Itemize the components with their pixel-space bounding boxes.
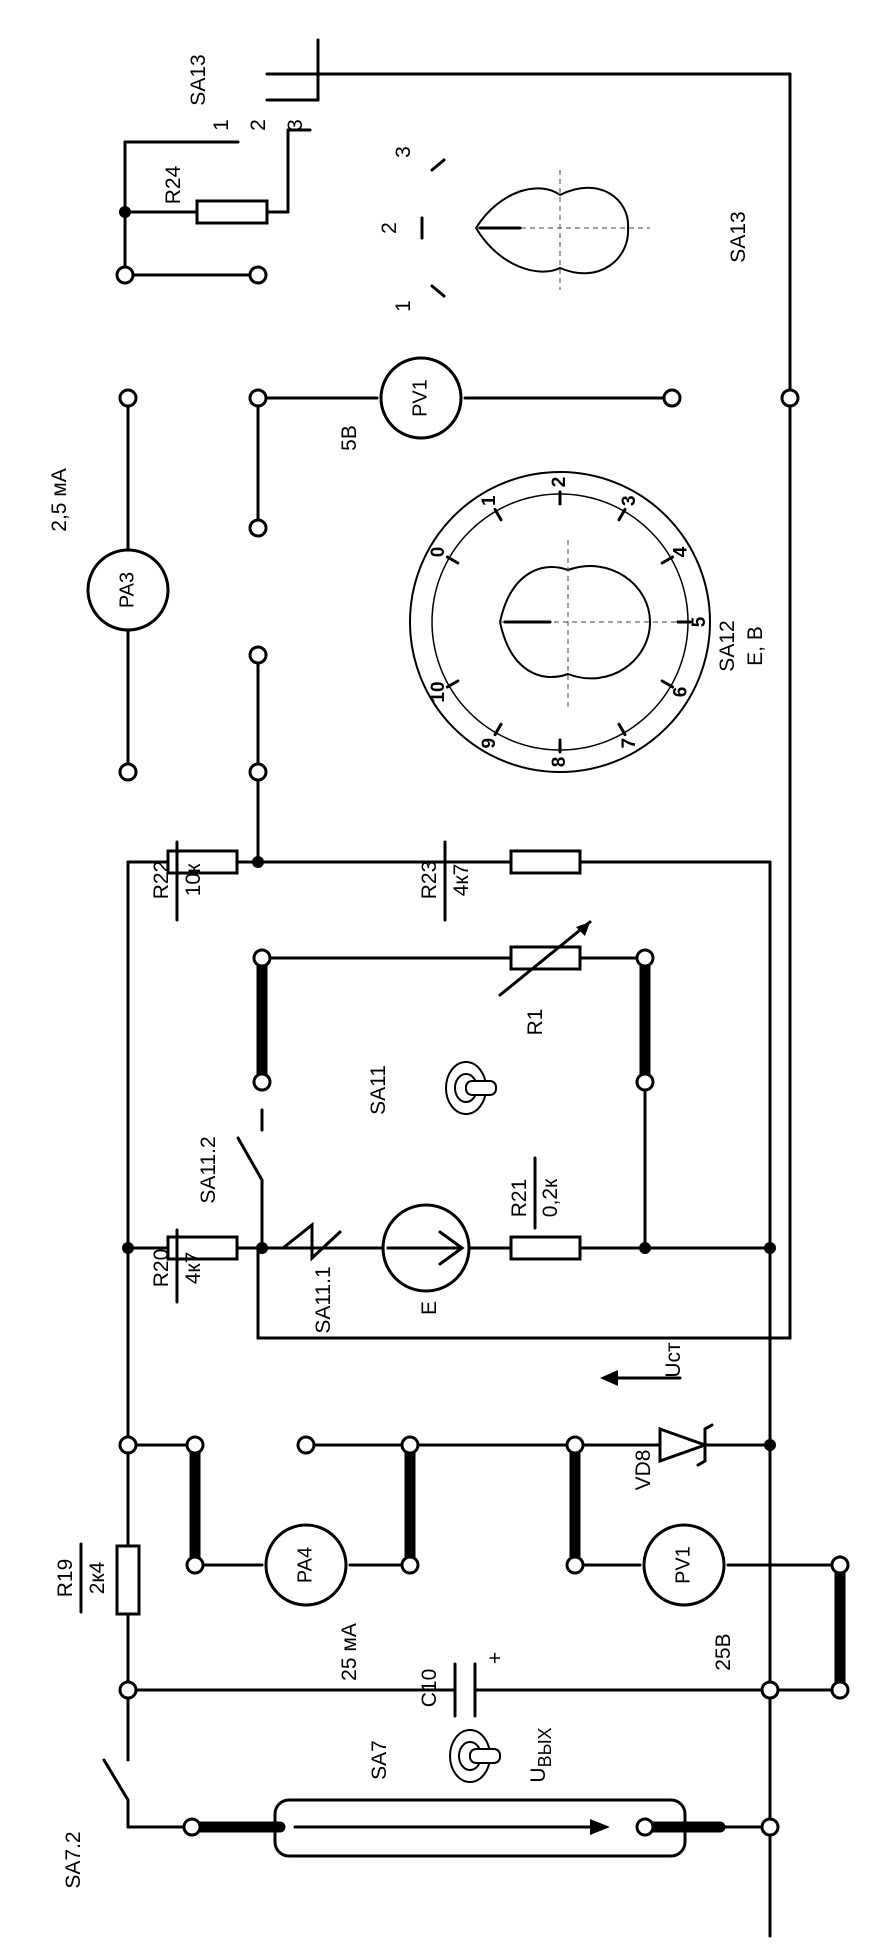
r22-resistor: [166, 849, 239, 875]
sa12-dial-number: 8: [549, 757, 570, 768]
pa3-label: PA3: [116, 572, 138, 608]
pv1-bottom-label: PV1: [672, 1546, 694, 1584]
sa12-dial-number: 1: [479, 495, 500, 506]
sa13-selector-knob: [420, 158, 650, 298]
sa7-label: SA7: [368, 1740, 391, 1780]
sa13-pos3-label: 3: [284, 119, 307, 131]
e-label: E: [418, 1301, 441, 1315]
sa7-toggle-icon: [449, 1729, 501, 1783]
r23-value: 4к7: [450, 864, 473, 897]
sa11-1-label: SA11.1: [312, 1266, 335, 1333]
r1-label: R1: [524, 1009, 547, 1036]
ammeter-pa4: PA4: [264, 1523, 348, 1607]
sa12-selector-dial: 0 1 2 3 4 5 6 7 8 9 10: [409, 471, 711, 773]
pa3-range-label: 2,5 мА: [48, 468, 71, 531]
vd8-label: VD8: [632, 1450, 655, 1491]
sa12-dial-number: 7: [619, 738, 640, 749]
sa11-label: SA11: [367, 1065, 390, 1115]
sa12-dial-tick: [445, 555, 460, 565]
sa12-dial-tick: [493, 507, 503, 522]
c10-polarity: +: [484, 1652, 507, 1664]
pa4-label: PA4: [294, 1547, 316, 1583]
pa4-range-label: 25 мА: [338, 1623, 361, 1681]
r19-label: R19: [54, 1559, 77, 1598]
uvyx-main: U: [527, 1767, 550, 1782]
r19-value: 2к4: [86, 1561, 109, 1594]
sa12-label: SA12: [716, 620, 739, 671]
r23-resistor: [509, 849, 582, 875]
sa12-dial-number: 5: [689, 616, 710, 627]
r24-label: R24: [162, 165, 185, 204]
resistors: [115, 199, 592, 1616]
r21-resistor: [509, 1235, 582, 1261]
sa12-dial-tick: [617, 722, 627, 737]
terminals: [115, 206, 850, 1837]
sa12-dial-tick: [617, 507, 627, 522]
uvyx-subscript: ВЫХ: [535, 1727, 555, 1767]
r20-value: 4к7: [182, 1252, 205, 1285]
sa12-dial-tick: [660, 679, 675, 689]
r20-resistor: [166, 1235, 239, 1261]
sa11-1-switch: [281, 1221, 342, 1262]
sa12-dial-ticks: 0 1 2 3 4 5 6 7 8 9 10: [428, 477, 710, 768]
uvyx-label: UВЫХ: [527, 1727, 555, 1782]
labels: SA13 1 2 3 R24 SA13 2,5 мА 5В SA12 E, В …: [48, 54, 767, 1888]
sa12-dial-number: 2: [549, 477, 570, 488]
pv1-bottom-range-label: 25В: [712, 1633, 735, 1670]
r20-label: R20: [150, 1249, 173, 1288]
sa12-dial-tick: [445, 679, 460, 689]
sa13-knob-number: 2: [378, 222, 401, 234]
sa12-dial-number: 4: [670, 546, 691, 557]
r22-label: R22: [150, 861, 173, 900]
sa7-2-switch: [102, 1758, 130, 1802]
sa12-unit-label: E, В: [744, 626, 767, 666]
sa7-2-label: SA7.2: [62, 1831, 85, 1888]
r21-value: 0,2к: [539, 1178, 562, 1217]
sa13-pos2-label: 2: [247, 119, 270, 131]
sa11-2-switch: [236, 1136, 264, 1182]
sa7-housing: [273, 1798, 687, 1858]
r22-value: 10к: [182, 863, 205, 896]
voltmeter-pv1-bottom: PV1: [642, 1523, 726, 1607]
pv1-top-range-label: 5В: [338, 425, 361, 451]
sa13-knob-number: 3: [392, 146, 415, 158]
sa12-dial-number: 6: [670, 687, 691, 698]
zener-diode-vd8: [600, 1370, 714, 1467]
sa12-dial-number: 10: [428, 681, 449, 702]
meter-pa3: PA3: [86, 548, 170, 632]
sa12-dial-number: 0: [428, 547, 449, 558]
pv1-top-label: PV1: [409, 379, 431, 417]
c10-label: C10: [418, 1669, 441, 1708]
sa11-2-label: SA11.2: [197, 1136, 220, 1203]
sa12-dial-number: 9: [479, 738, 500, 749]
jumpers: [189, 952, 846, 1833]
sa13-knob-number: 1: [392, 300, 415, 312]
capacitor-c10: [453, 1662, 477, 1718]
sa12-dial-tick: [493, 722, 503, 737]
sa11-toggle-icon: [445, 1061, 497, 1115]
meter-pv1-top: PV1: [379, 356, 463, 440]
sa12-dial-number: 3: [619, 495, 640, 506]
r24-resistor: [195, 199, 269, 225]
r19-resistor: [115, 1544, 141, 1616]
r23-label: R23: [418, 861, 441, 900]
sa13-side-label: SA13: [727, 211, 750, 262]
sa13-label: SA13: [187, 54, 210, 105]
voltage-source-e: [381, 1203, 471, 1293]
sa12-dial-tick: [660, 555, 675, 565]
r21-label: R21: [508, 1179, 531, 1218]
sa13-pos1-label: 1: [210, 119, 233, 131]
sa13-knob-scale: 1 2 3: [378, 146, 415, 312]
uct-label: Uст: [662, 1342, 685, 1378]
